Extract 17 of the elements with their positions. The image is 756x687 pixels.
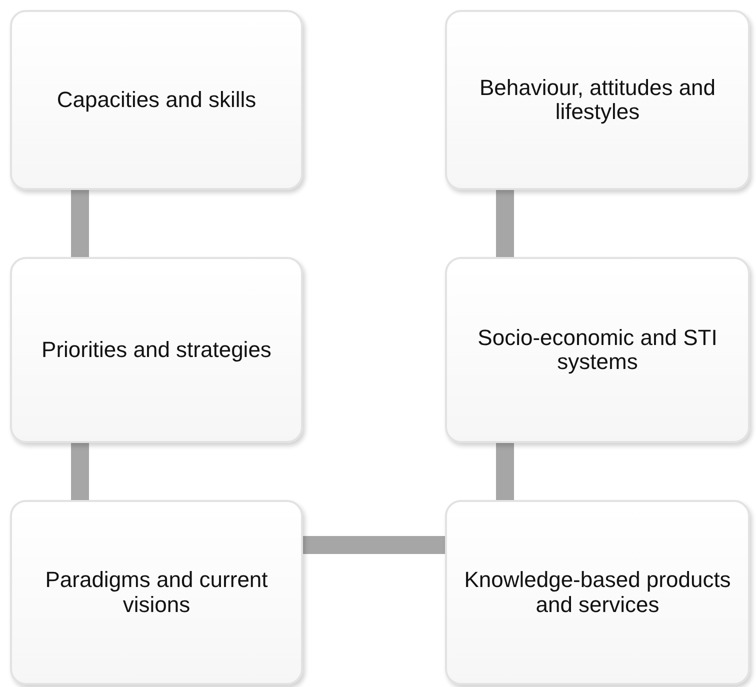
connector	[303, 536, 445, 554]
box-label: Paradigms and current visions	[44, 568, 269, 617]
text-box	[10, 500, 303, 685]
text-box	[10, 10, 303, 190]
connector	[71, 443, 89, 500]
connector	[496, 190, 514, 257]
box-label: Behaviour, attitudes and lifestyles	[478, 76, 717, 124]
box-label: Priorities and strategies	[42, 338, 272, 362]
text-box	[445, 500, 750, 685]
connector	[496, 443, 514, 500]
text-box	[445, 10, 750, 190]
box-label: Knowledge-based products and services	[463, 568, 732, 617]
box-label: Socio-economic and STI systems	[476, 326, 718, 374]
text-box	[445, 257, 750, 443]
box-label: Capacities and skills	[56, 88, 256, 112]
connector	[71, 190, 89, 257]
text-box	[10, 257, 303, 443]
